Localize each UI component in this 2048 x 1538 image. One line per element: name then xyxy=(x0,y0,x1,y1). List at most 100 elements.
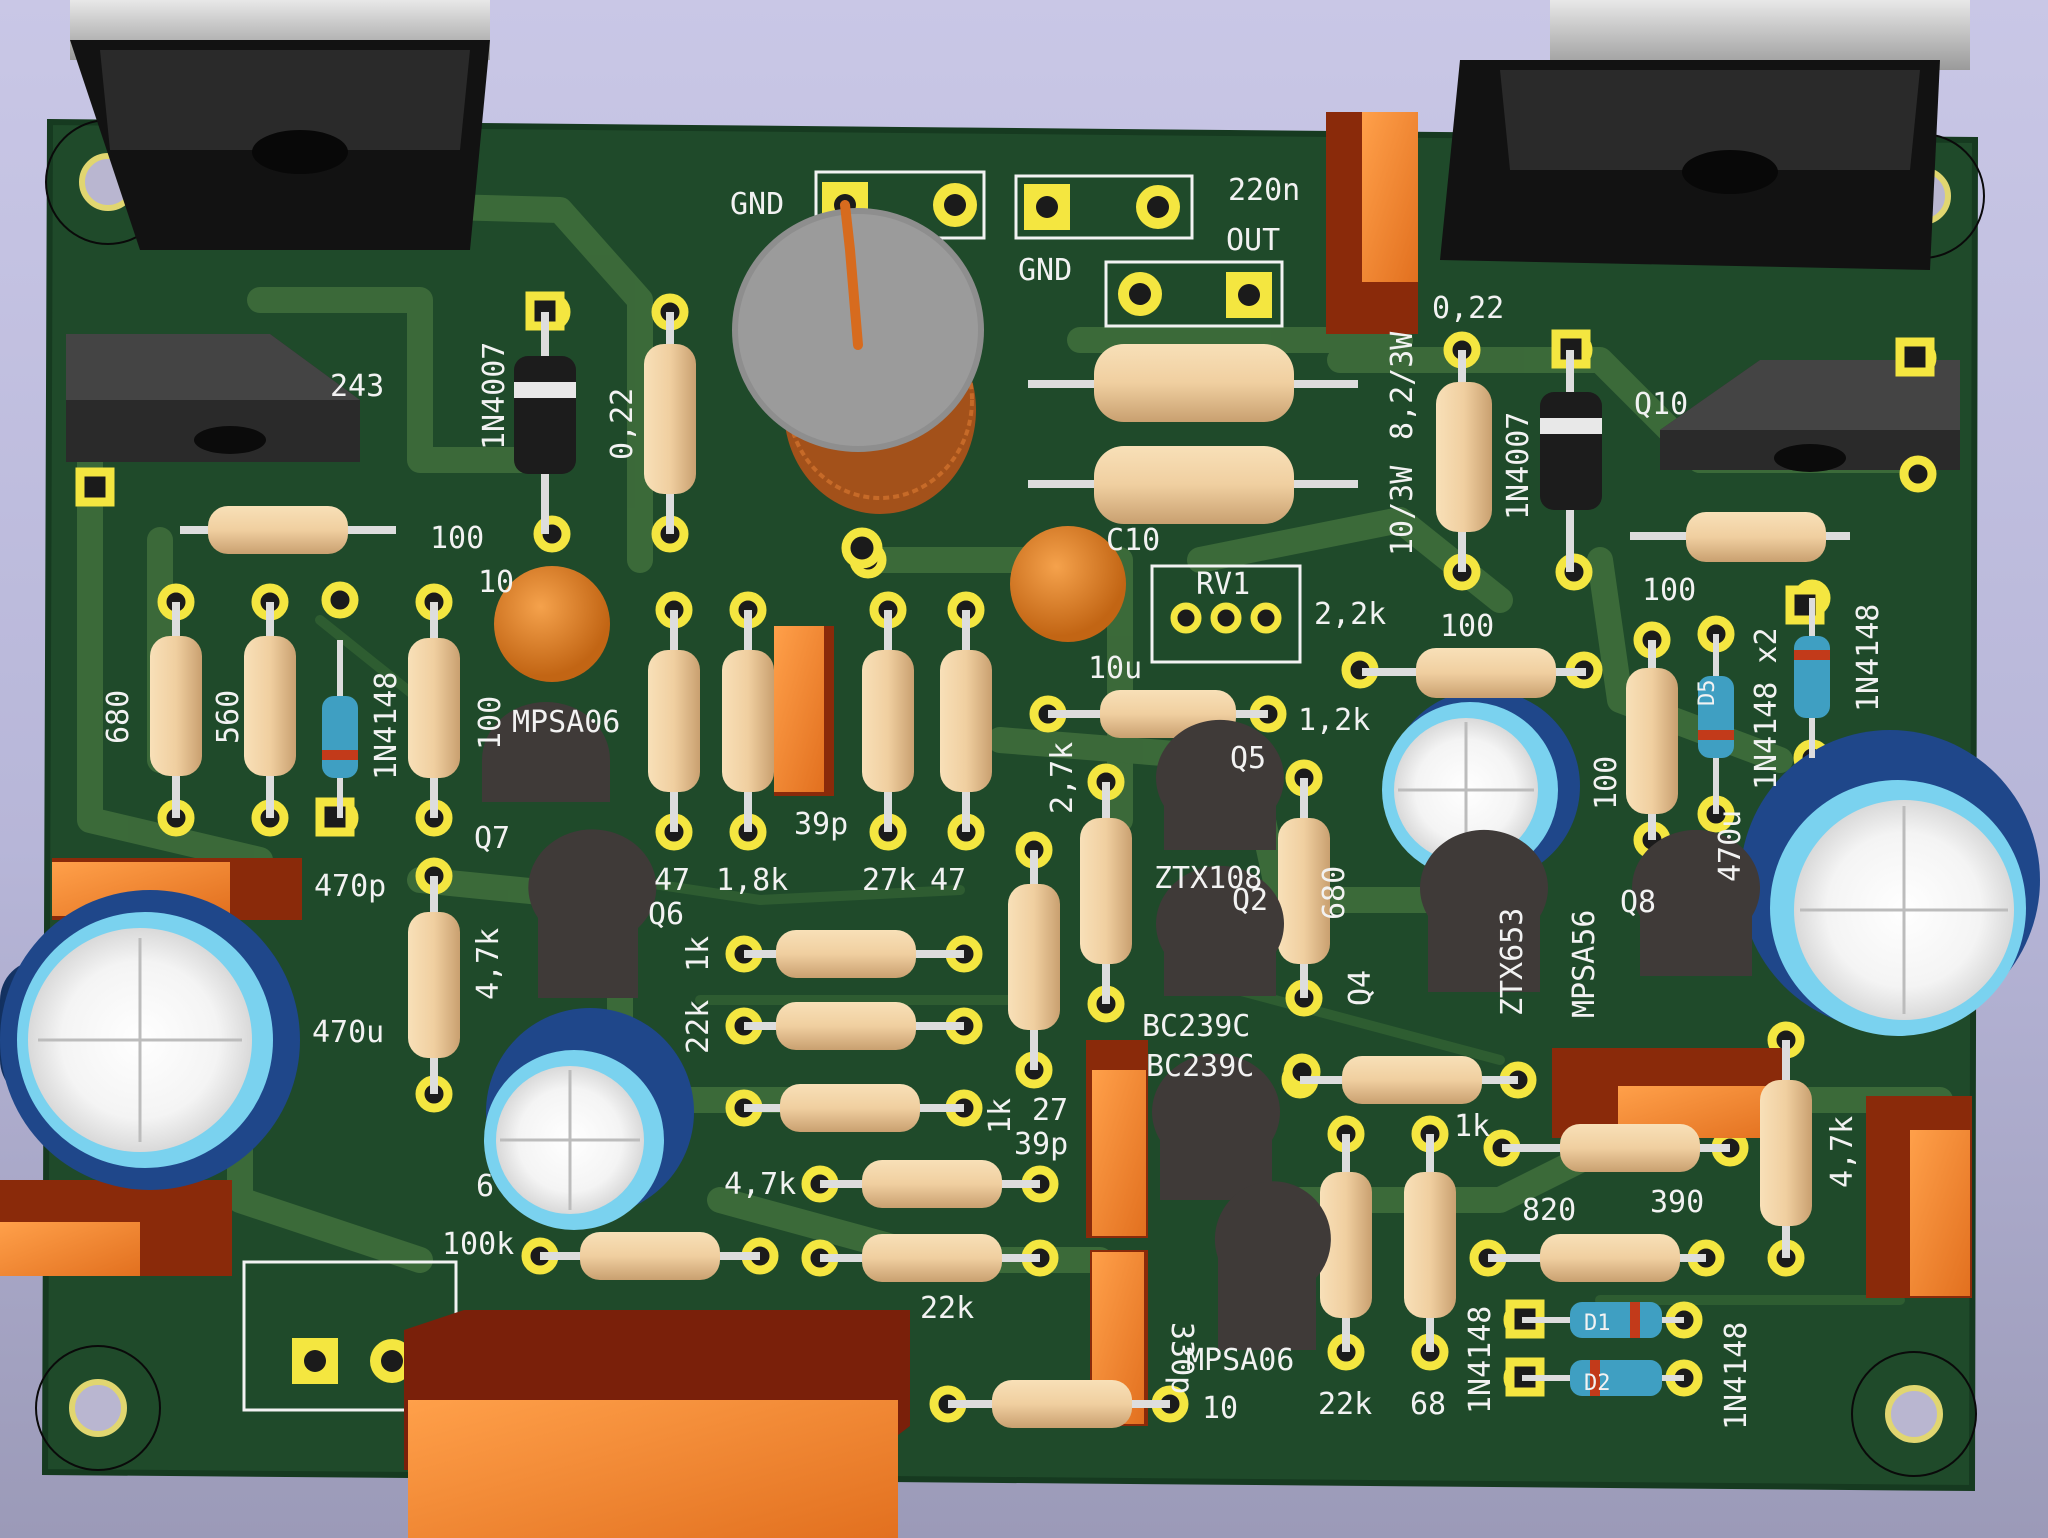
label-1n4148-x2: 1N4148 x2 xyxy=(1749,627,1784,790)
label-390: 390 xyxy=(1650,1185,1704,1220)
diode-1n4007-right xyxy=(1540,350,1602,572)
label-39p-bottom: 39p xyxy=(1014,1127,1068,1162)
label-22k-a: 22k xyxy=(681,1000,716,1054)
label-2-7k: 2,7k xyxy=(1045,742,1080,814)
driver-transistor-left xyxy=(66,334,360,462)
cap-big-bottom xyxy=(404,1310,910,1538)
label-470p: 470p xyxy=(314,869,386,904)
label-gnd-top-left: GND xyxy=(730,187,784,222)
connector-out xyxy=(1104,260,1284,328)
diode-d2 xyxy=(1522,1360,1684,1396)
electrolytic-caps xyxy=(0,690,2040,1230)
label-q7: Q7 xyxy=(474,821,510,856)
label-1n4148-bottom-left: 1N4148 xyxy=(1463,1306,1498,1414)
label-27k: 27k xyxy=(862,863,916,898)
resistors-horizontal xyxy=(180,344,1850,1428)
label-220n: 220n xyxy=(1228,173,1300,208)
label-022-right: 0,22 xyxy=(1432,291,1504,326)
label-4-7k-left: 4,7k xyxy=(471,928,506,1000)
label-d2: D2 xyxy=(1584,1371,1611,1396)
ceramic-caps xyxy=(494,526,1126,682)
label-100-left: 100 xyxy=(473,696,508,750)
label-100-mid: 100 xyxy=(1440,609,1494,644)
mounting-holes xyxy=(35,119,1985,1477)
label-022-left: 0,22 xyxy=(605,388,640,460)
label-47-b: 47 xyxy=(930,863,966,898)
diode-1n4148-top-right xyxy=(1794,598,1830,758)
label-22k-b: 22k xyxy=(920,1291,974,1326)
pads xyxy=(75,293,1937,1423)
label-gnd-top-mid: GND xyxy=(1018,253,1072,288)
label-1k-b: 1k xyxy=(983,1098,1018,1134)
label-ztx108: ZTX108 xyxy=(1154,861,1262,896)
diodes xyxy=(322,312,1830,1396)
label-1-2k: 1,2k xyxy=(1298,703,1370,738)
label-bc239c-b: BC239C xyxy=(1146,1049,1254,1084)
label-68: 68 xyxy=(1410,1387,1446,1422)
label-q4: Q4 xyxy=(1343,970,1378,1006)
label-1-8k: 1,8k xyxy=(716,863,788,898)
label-mpsa06-top: MPSA06 xyxy=(512,705,620,740)
elcap-mid-right xyxy=(1382,690,1580,882)
label-q6: Q6 xyxy=(648,897,684,932)
label-100k: 100k xyxy=(442,1227,514,1262)
label-1k-a: 1k xyxy=(681,936,716,972)
label-39p-top: 39p xyxy=(794,807,848,842)
label-4-7k-right: 4,7k xyxy=(1825,1116,1860,1188)
power-transistor-right xyxy=(1440,0,1970,270)
label-470u-left: 470u xyxy=(312,1015,384,1050)
label-q5: Q5 xyxy=(1230,741,1266,776)
label-47-a: 47 xyxy=(654,863,690,898)
label-243: 243 xyxy=(330,369,384,404)
label-330p: 330p xyxy=(1164,1322,1199,1394)
power-transistor-left xyxy=(70,0,490,250)
driver-transistor-right xyxy=(1660,360,1960,472)
resistors-vertical xyxy=(150,312,1812,1352)
cap-39p-bottom xyxy=(1086,1040,1148,1238)
diode-1n4148-left xyxy=(322,640,358,818)
label-4-7k-mid: 4,7k xyxy=(724,1167,796,1202)
label-q2: Q2 xyxy=(1232,883,1268,918)
label-out: OUT xyxy=(1226,223,1280,258)
label-680-right: 680 xyxy=(1317,866,1352,920)
label-rv1: RV1 xyxy=(1196,567,1250,602)
label-22k-c: 22k xyxy=(1318,1387,1372,1422)
label-d1: D1 xyxy=(1584,1311,1611,1336)
small-transistors xyxy=(482,702,1760,1350)
trimmer-rv1 xyxy=(1150,564,1302,664)
label-2-2k: 2,2k xyxy=(1314,597,1386,632)
label-680-left: 680 xyxy=(101,690,136,744)
label-10-3w: 10/3W xyxy=(1385,465,1420,556)
label-d5: D5 xyxy=(1695,680,1720,707)
diode-d5 xyxy=(1698,634,1734,814)
label-1n4007-left: 1N4007 xyxy=(477,342,512,450)
label-mpsa56: MPSA56 xyxy=(1567,910,1602,1018)
label-q8: Q8 xyxy=(1620,885,1656,920)
elcap-right xyxy=(1740,730,2040,1036)
connector-gnd-top xyxy=(1014,174,1194,240)
label-c10: C10 xyxy=(1106,523,1160,558)
label-10: 10 xyxy=(478,565,514,600)
label-8-2-3w: 8,2/3W xyxy=(1385,331,1420,440)
label-c6: 6 xyxy=(476,1169,494,1204)
silkscreen-labels: GND GND OUT 220n 0,22 8,2/3W 10/3W 0,22 … xyxy=(101,173,1886,1430)
label-1n4148-top-right: 1N4148 xyxy=(1851,604,1886,712)
label-10u: 10u xyxy=(1088,651,1142,686)
label-ztx653: ZTX653 xyxy=(1495,908,1530,1016)
cap-39p-top xyxy=(774,626,834,796)
elcap-mid-left xyxy=(484,1008,694,1230)
label-560: 560 xyxy=(211,690,246,744)
label-q10: Q10 xyxy=(1634,387,1688,422)
diode-1n4007-left xyxy=(514,312,576,534)
label-1n4007-right: 1N4007 xyxy=(1501,412,1536,520)
label-100-tr: 100 xyxy=(1642,573,1696,608)
label-bc239c-a: BC239C xyxy=(1142,1009,1250,1044)
label-27: 27 xyxy=(1032,1093,1068,1128)
label-1n4148-bottom-right: 1N4148 xyxy=(1719,1322,1754,1430)
label-820: 820 xyxy=(1522,1193,1576,1228)
label-10-bottom: 10 xyxy=(1202,1391,1238,1426)
cap-right-mid xyxy=(1552,1048,1786,1138)
label-mpsa06-bottom: MPSA06 xyxy=(1186,1343,1294,1378)
output-inductor xyxy=(732,200,984,514)
